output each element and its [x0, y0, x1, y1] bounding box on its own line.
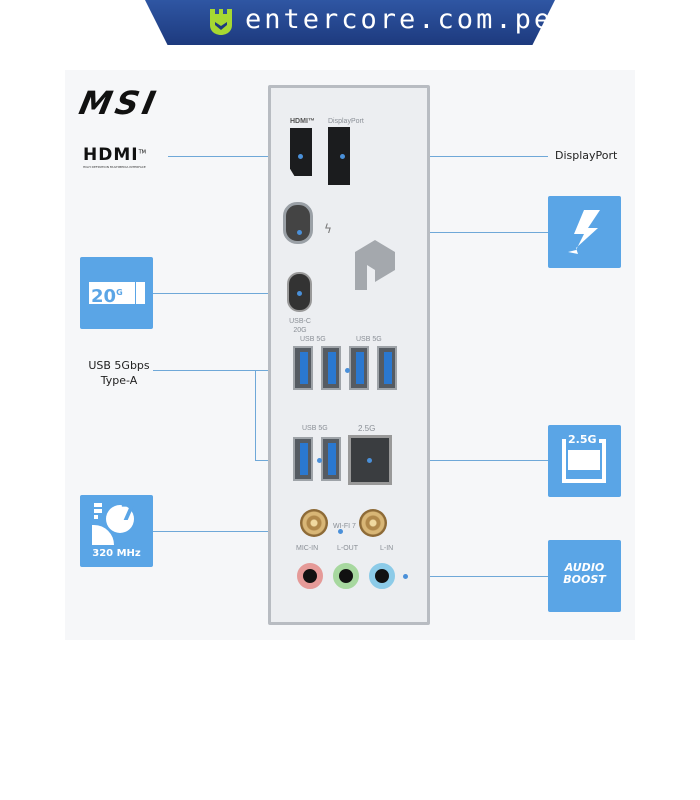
- hdmi-logo-text: HDMI: [83, 145, 139, 165]
- wifi-dot: [338, 529, 343, 534]
- usb-20g-icon: 20G: [80, 257, 153, 329]
- usb-20g-unit: G: [116, 288, 123, 297]
- audio-leader: [405, 576, 548, 577]
- panel-dp-label: DisplayPort: [328, 118, 364, 125]
- line-in-jack: [369, 563, 395, 589]
- thunderbolt-dot: [297, 230, 302, 235]
- hdmi-leader: [168, 156, 300, 157]
- usb-leader: [153, 370, 347, 371]
- displayport-label: DisplayPort: [555, 149, 618, 162]
- msi-logo: MSI: [75, 84, 163, 122]
- entercore-logo-icon: [210, 9, 232, 35]
- hdmi-logo: HDMITM HIGH DEFINITION MULTIMEDIA INTERF…: [83, 145, 146, 169]
- wifi-waves-icon: [92, 503, 134, 545]
- wifi-7-number: 7: [120, 501, 136, 526]
- panel-usb5g-label-a: USB 5G: [300, 336, 326, 343]
- lan-leader: [370, 460, 548, 461]
- usb-row2-dot: [317, 458, 322, 463]
- wifi-antenna-connector: [359, 509, 387, 537]
- panel-usb5g-label-b: USB 5G: [356, 336, 382, 343]
- panel-hdmi-label: HDMI™: [290, 118, 315, 125]
- usb-row1-dot: [345, 368, 350, 373]
- usb-a-port: [377, 346, 397, 390]
- thunderbolt-icon: [548, 196, 621, 268]
- usb-20g-number: 20: [91, 286, 117, 307]
- wifi-7-icon: 7 320 MHz: [80, 495, 153, 567]
- panel-usbc-label: USB-C 20G: [288, 317, 312, 335]
- panel-usbc-line2: 20G: [293, 327, 307, 334]
- usb-a-port: [293, 346, 313, 390]
- panel-lin-label: L-IN: [380, 545, 394, 552]
- usb-a-port: [321, 437, 341, 481]
- hdmi-subtext: HIGH DEFINITION MULTIMEDIA INTERFACE: [83, 165, 146, 169]
- lan-2.5g-icon: 2.5G: [548, 425, 621, 497]
- panel-usb5g-label-c: USB 5G: [302, 425, 328, 432]
- line-out-jack: [333, 563, 359, 589]
- usb-label-line1: USB 5Gbps: [88, 359, 150, 372]
- dp-leader: [342, 156, 548, 157]
- panel-lout-label: L-OUT: [337, 545, 358, 552]
- thunderbolt-symbol-icon: ϟ: [324, 222, 332, 236]
- hdmi-tm: TM: [138, 149, 146, 156]
- audio-dot: [403, 574, 408, 579]
- thunderbolt-port: [283, 202, 313, 244]
- wifi-antenna-connector: [300, 509, 328, 537]
- usb-5gbps-label: USB 5Gbps Type-A: [84, 358, 154, 388]
- usbc-leader: [153, 293, 300, 294]
- panel-usbc-line1: USB-C: [289, 318, 311, 325]
- panel-mic-label: MIC-IN: [296, 545, 319, 552]
- audio-boost-line1: AUDIO: [564, 561, 605, 574]
- usb-a-port: [321, 346, 341, 390]
- usb-label-line2: Type-A: [100, 374, 138, 387]
- panel-lan-label: 2.5G: [358, 424, 376, 433]
- mic-in-jack: [297, 563, 323, 589]
- displayport-port: [328, 127, 350, 185]
- audio-boost-icon: AUDIO BOOST: [548, 540, 621, 612]
- hdmi-port: [290, 128, 312, 176]
- hdmi-dot: [298, 154, 303, 159]
- usb-a-port: [293, 437, 313, 481]
- lightning-icon: [568, 210, 600, 254]
- wifi-band-label: 320 MHz: [92, 548, 141, 559]
- usb-leader-vertical: [255, 370, 256, 460]
- pro-series-logo-icon: [355, 240, 395, 290]
- site-name[interactable]: entercore.com.pe: [245, 4, 554, 35]
- wifi-leader: [153, 531, 340, 532]
- usbc-dot: [297, 291, 302, 296]
- lan-badge: 2.5G: [566, 433, 599, 446]
- panel-wifi-label: WI-FI 7: [333, 523, 356, 530]
- lan-dot: [367, 458, 372, 463]
- dp-dot: [340, 154, 345, 159]
- audio-boost-line2: BOOST: [563, 573, 606, 586]
- usb-a-port: [349, 346, 369, 390]
